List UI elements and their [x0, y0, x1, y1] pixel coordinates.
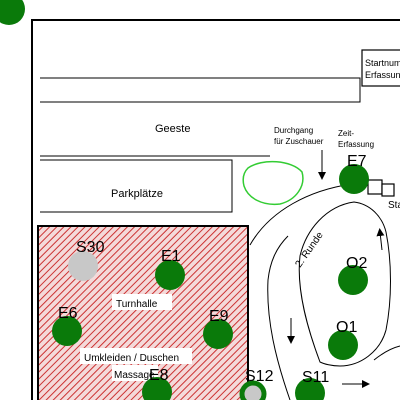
marker-e1-dot: [155, 260, 185, 290]
marker-s11-label: S11: [302, 369, 329, 386]
marker-s12-label: S12: [245, 368, 274, 385]
parking-label: Parkplätze: [111, 188, 163, 200]
start-number-label-2: Erfassun: [365, 70, 400, 80]
marker-o1[interactable]: O1: [328, 319, 358, 360]
track-arrow-up: [376, 228, 385, 251]
track-outer-left: [267, 235, 291, 400]
start-number-building: [361, 49, 400, 87]
marker-e6-dot: [52, 316, 82, 346]
marker-e1[interactable]: E1: [155, 248, 185, 290]
marker-e9-dot: [203, 319, 233, 349]
start-edge-label: Sta: [388, 200, 400, 211]
marker-o1-label: O1: [336, 319, 357, 336]
marker-o2[interactable]: O2: [338, 255, 368, 295]
changing-label-bg: [80, 348, 192, 364]
passage-label-2: für Zuschauer: [274, 137, 324, 146]
marker-e8-label: E8: [149, 367, 169, 384]
timing-label-1: Zeit-: [338, 129, 354, 138]
marker-o2-dot: [338, 265, 368, 295]
site-boundary: [31, 19, 400, 400]
start-number-label-1: Startnum: [365, 58, 400, 68]
marker-o2-label: O2: [346, 255, 367, 272]
marker-e9-label: E9: [209, 308, 229, 325]
marker-e8-dot: [142, 377, 172, 400]
pond: [242, 160, 304, 206]
track-bottom-curve: [373, 345, 400, 361]
passage-label-1: Durchgang: [274, 126, 313, 135]
geeste-top-line: [40, 77, 361, 103]
marker-e6-label: E6: [58, 305, 78, 322]
timing-box-1: [367, 179, 383, 195]
round-label: 2. Runde: [293, 230, 326, 270]
changing-label: Umkleiden / Duschen: [84, 353, 179, 364]
marker-s12-dot: [239, 380, 267, 400]
marker-s11[interactable]: S11: [295, 369, 329, 400]
marker-e6[interactable]: E6: [52, 305, 82, 346]
massage-label: Massage: [114, 370, 155, 381]
marker-o1-dot: [328, 330, 358, 360]
marker-s11-dot: [295, 378, 325, 400]
timing-label-2: Erfassung: [338, 140, 374, 149]
marker-e1-label: E1: [161, 248, 181, 265]
marker-e7-dot: [339, 164, 369, 194]
marker-s30-label: S30: [76, 239, 105, 256]
marker-e7[interactable]: E7: [339, 153, 369, 194]
marker-e9[interactable]: E9: [203, 308, 233, 349]
marker-s30-dot: [68, 251, 98, 281]
geeste-label: Geeste: [155, 123, 190, 135]
gym-label: Turnhalle: [116, 299, 158, 310]
track-inner: [298, 201, 391, 367]
gym-label-bg: [112, 294, 172, 310]
marker-s30[interactable]: S30: [68, 239, 105, 281]
marker-e8[interactable]: E8: [142, 367, 172, 400]
timing-box-2: [381, 183, 395, 197]
massage-label-bg: [112, 365, 158, 381]
corner-marker-dot: [0, 0, 25, 25]
marker-s12[interactable]: S12: [239, 368, 274, 400]
parking-area: [40, 159, 233, 213]
marker-e7-label: E7: [347, 153, 367, 170]
